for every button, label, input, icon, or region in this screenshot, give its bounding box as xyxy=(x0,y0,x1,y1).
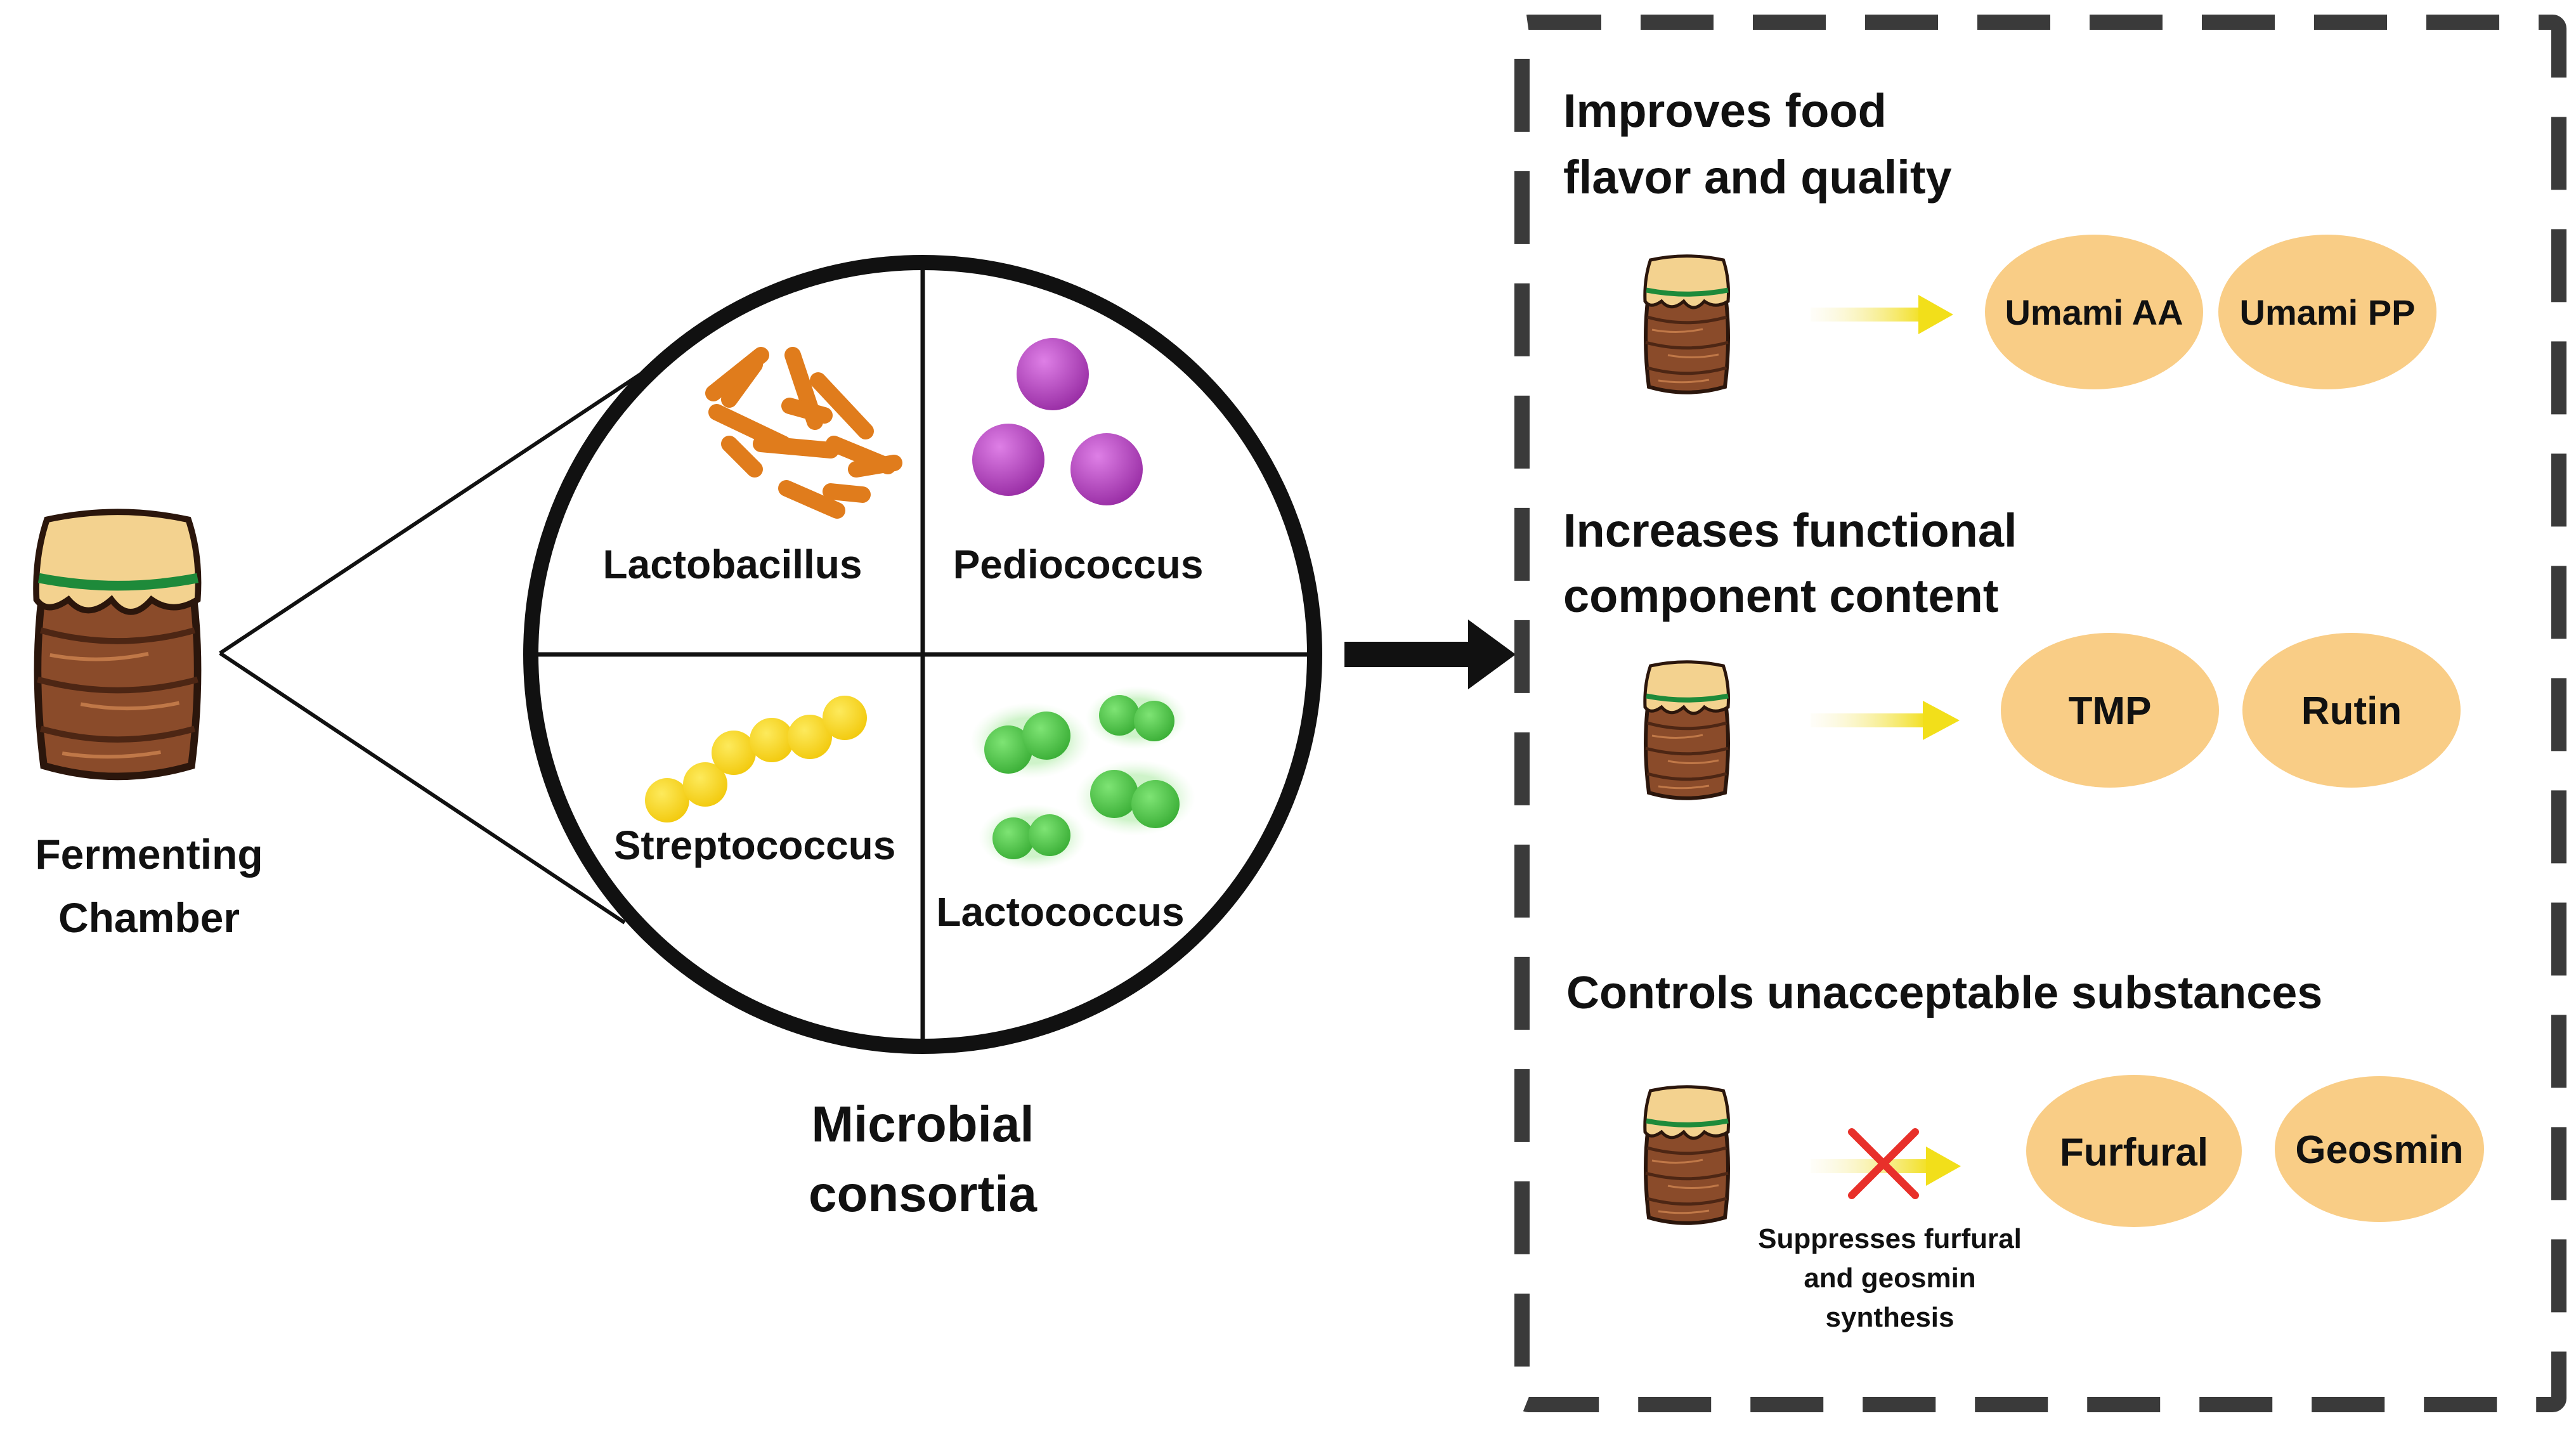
effect1-title-line2: flavor and quality xyxy=(1563,151,1952,204)
effect3-note-line2: and geosmin xyxy=(1804,1263,1975,1294)
magnifier-line-bottom xyxy=(219,651,626,925)
effect1-arrow-right-icon xyxy=(1811,295,1953,334)
effect3-output-oval-2 xyxy=(2275,1076,2484,1222)
effect3-title-line1: Controls unacceptable substances xyxy=(1566,968,2322,1018)
effect1-output-oval-1 xyxy=(1985,235,2203,389)
effect3-note-line1: Suppresses furfural xyxy=(1758,1223,2022,1254)
effect1-output-1: Umami AA xyxy=(2005,292,2183,332)
effect2-output-2: Rutin xyxy=(2301,689,2402,733)
consortia-circle xyxy=(523,255,1322,1054)
streptococcus-cells xyxy=(645,696,867,822)
streptococcus-label: Streptococcus xyxy=(614,822,896,868)
effect3-output-2: Geosmin xyxy=(2295,1128,2463,1172)
effect1-output-oval-2 xyxy=(2218,235,2436,389)
effect3-arrow-right-icon xyxy=(1811,1147,1961,1186)
effect3-output-oval-1 xyxy=(2026,1075,2242,1227)
lactobacillus-label: Lactobacillus xyxy=(603,542,862,587)
consortia-caption-line2: consortia xyxy=(809,1166,1038,1222)
effect2-barrel-icon xyxy=(1645,662,1729,798)
effect2-arrow-right-icon xyxy=(1811,701,1960,740)
effect1-output-2: Umami PP xyxy=(2240,292,2416,332)
chamber-label-line2: Chamber xyxy=(58,894,240,941)
inhibit-cross-icon xyxy=(1848,1128,1919,1199)
lactococcus-cells xyxy=(970,686,1195,870)
effect2-output-oval-2 xyxy=(2242,633,2461,788)
effect2-title-line1: Increases functional xyxy=(1563,504,2017,557)
effect1-title-line1: Improves food xyxy=(1563,84,1887,137)
effect3-output-1: Furfural xyxy=(2060,1131,2208,1174)
pediococcus-label: Pediococcus xyxy=(953,542,1204,587)
effect-flavor-quality: Improves food flavor and quality Umami A… xyxy=(1563,84,2436,393)
effect2-output-1: TMP xyxy=(2069,689,2152,733)
effect-functional-components: Increases functional component content T… xyxy=(1563,504,2461,798)
lactobacillus-cells xyxy=(705,347,902,519)
effect-controls-substances: Controls unacceptable substances Suppres… xyxy=(1566,968,2484,1333)
effect2-title-line2: component content xyxy=(1563,569,1999,622)
fermenting-chamber-barrel-icon xyxy=(36,512,198,776)
effect2-output-oval-1 xyxy=(2001,633,2219,788)
lactococcus-label: Lactococcus xyxy=(936,889,1184,935)
consortia-caption-line1: Microbial xyxy=(811,1096,1034,1152)
effect3-note-line3: synthesis xyxy=(1826,1302,1955,1333)
effect1-barrel-icon xyxy=(1645,256,1729,393)
chamber-label-line1: Fermenting xyxy=(35,831,263,878)
magnifier-line-top xyxy=(219,372,642,655)
effects-dashed-box xyxy=(1514,15,2566,1412)
pediococcus-cells xyxy=(972,338,1143,505)
main-arrow-right-icon xyxy=(1344,620,1516,689)
effect3-barrel-icon xyxy=(1645,1087,1729,1223)
